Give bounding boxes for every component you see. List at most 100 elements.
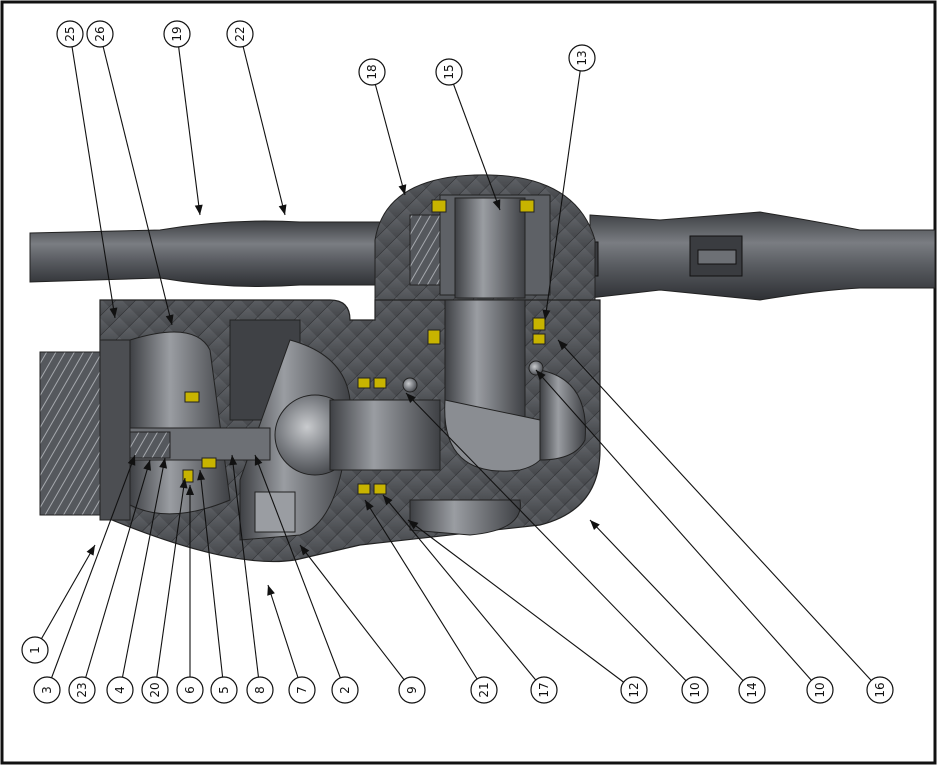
- leader-arrowhead: [492, 199, 501, 210]
- callout-top-1: 26: [86, 20, 114, 48]
- callout-number: 13: [575, 50, 589, 65]
- leader-arrowhead: [536, 370, 546, 381]
- leader-arrowhead: [365, 500, 374, 511]
- leader-arrowhead: [179, 478, 188, 489]
- leader-arrowhead: [542, 309, 551, 320]
- callout-circle: [568, 44, 596, 72]
- callout-circle: [246, 676, 274, 704]
- callout-number: 7: [295, 686, 309, 694]
- callout-bottom-7: 8: [246, 676, 274, 704]
- callout-bottom-13: 12: [620, 676, 648, 704]
- callout-circle: [210, 676, 238, 704]
- callout-circle: [86, 20, 114, 48]
- callout-bottom-4: 20: [141, 676, 169, 704]
- callout-number: 12: [627, 682, 641, 697]
- callout-circle: [435, 58, 463, 86]
- callout-circle: [806, 676, 834, 704]
- leader-line: [448, 71, 501, 211]
- leader-arrowhead: [194, 204, 203, 215]
- callout-circle: [470, 676, 498, 704]
- callout-number: 9: [405, 686, 419, 694]
- callout-number: 26: [93, 26, 107, 41]
- callout-bottom-6: 5: [210, 676, 238, 704]
- leader-arrowhead: [300, 545, 310, 556]
- leader-lines: [34, 33, 881, 691]
- callout-circle: [33, 676, 61, 704]
- leader-line: [154, 477, 186, 691]
- leader-line: [199, 469, 225, 691]
- leader-line: [239, 33, 286, 216]
- callout-circle: [68, 676, 96, 704]
- callout-number: 10: [688, 682, 702, 697]
- leader-line: [364, 499, 485, 691]
- leader-line: [544, 57, 583, 321]
- leader-arrowhead: [398, 184, 407, 195]
- leader-line: [267, 584, 303, 691]
- callout-bottom-11: 21: [470, 676, 498, 704]
- leader-arrowhead: [267, 585, 275, 596]
- callout-number: 22: [233, 26, 247, 41]
- leader-line: [557, 339, 881, 691]
- callout-number: 4: [113, 686, 127, 694]
- callout-circle: [398, 676, 426, 704]
- callout-bottom-16: 10: [806, 676, 834, 704]
- callout-number: 8: [253, 686, 267, 694]
- callout-circle: [176, 676, 204, 704]
- callout-bottom-14: 10: [681, 676, 709, 704]
- callout-number: 3: [40, 686, 54, 694]
- callout-circle: [21, 636, 49, 664]
- leader-line: [69, 33, 116, 319]
- callout-circle: [56, 20, 84, 48]
- leader-arrowhead: [143, 460, 152, 471]
- leader-line: [81, 459, 151, 691]
- callout-bottom-15: 14: [738, 676, 766, 704]
- leader-line: [34, 544, 96, 651]
- leader-arrowhead: [229, 455, 238, 466]
- callout-number: 2: [338, 686, 352, 694]
- callout-circle: [106, 676, 134, 704]
- leader-arrowhead: [590, 520, 600, 530]
- callout-number: 10: [813, 682, 827, 697]
- callout-number: 15: [442, 64, 456, 79]
- leader-arrowhead: [186, 485, 194, 495]
- leader-arrowhead: [165, 314, 174, 325]
- leader-arrowhead: [383, 495, 393, 506]
- leader-arrowhead: [558, 340, 568, 351]
- callout-bottom-0: 1: [21, 636, 49, 664]
- callout-circle: [866, 676, 894, 704]
- valve-body: [39, 299, 601, 563]
- callout-number: 6: [183, 686, 197, 694]
- callout-circle: [620, 676, 648, 704]
- callout-circle: [358, 58, 386, 86]
- callout-number: 14: [745, 682, 759, 697]
- callout-number: 23: [75, 682, 89, 697]
- leader-line: [254, 454, 346, 691]
- callout-circle: [226, 20, 254, 48]
- callout-circle: [738, 676, 766, 704]
- leader-arrowhead: [109, 307, 118, 318]
- leader-line: [176, 33, 201, 216]
- callout-top-0: 25: [56, 20, 84, 48]
- callout-circle: [331, 676, 359, 704]
- callout-top-2: 19: [163, 20, 191, 48]
- callout-number: 1: [28, 646, 42, 654]
- callout-number: 18: [365, 64, 379, 79]
- callout-bottom-1: 3: [33, 676, 61, 704]
- leader-line: [46, 454, 136, 691]
- leader-arrowhead: [278, 204, 287, 215]
- callout-circle: [141, 676, 169, 704]
- leader-line: [589, 519, 753, 691]
- callout-number: 21: [477, 682, 491, 697]
- callout-bottom-17: 16: [866, 676, 894, 704]
- leader-arrowhead: [406, 393, 416, 403]
- callout-top-6: 13: [568, 44, 596, 72]
- leader-arrowhead: [159, 458, 168, 469]
- leader-arrowhead: [197, 470, 206, 481]
- leader-arrowhead: [127, 455, 136, 466]
- callout-bottom-2: 23: [68, 676, 96, 704]
- callout-bottom-9: 2: [331, 676, 359, 704]
- callout-top-4: 18: [358, 58, 386, 86]
